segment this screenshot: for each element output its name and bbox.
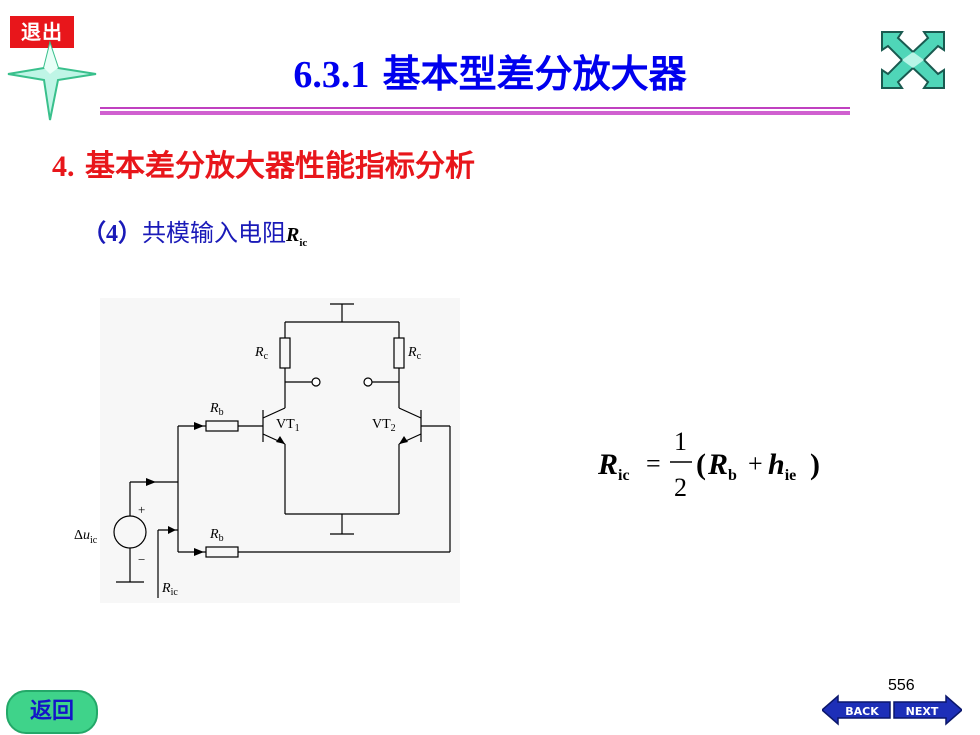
section-heading: 4. 基本差分放大器性能指标分析 xyxy=(52,145,475,189)
title-number: 6.3.1 xyxy=(293,54,370,96)
plus-label: + xyxy=(138,502,145,517)
star-decoration-icon xyxy=(7,40,97,121)
vt2-label: VT2 xyxy=(372,417,396,434)
formula-lhs: Ric xyxy=(598,448,630,484)
section-text: 基本差分放大器性能指标分析 xyxy=(84,149,475,184)
rb-top-label: Rb xyxy=(209,401,224,418)
title-text: 基本型差分放大器 xyxy=(382,51,687,96)
back-label: BACK xyxy=(845,705,879,718)
title-underline xyxy=(100,107,850,116)
next-button[interactable]: NEXT xyxy=(892,694,962,726)
page-title: 6.3.1 基本型差分放大器 xyxy=(0,44,980,105)
formula-close-paren: ) xyxy=(810,448,820,481)
subsection-number: （4） xyxy=(82,221,142,247)
vt1-label: VT1 xyxy=(276,417,300,434)
return-button[interactable]: 返回 xyxy=(6,690,98,734)
formula-numerator: 1 xyxy=(674,427,687,456)
rc-left-label: Rc xyxy=(254,345,269,362)
formula-term-hie: hie xyxy=(768,448,796,484)
rb-bottom-label: Rb xyxy=(209,527,224,544)
page-number: 556 xyxy=(888,677,915,694)
next-label: NEXT xyxy=(906,705,939,718)
formula-plus: + xyxy=(748,449,763,478)
input-resistance-formula: Ric = 1 2 ( Rb + hie ) xyxy=(598,427,820,502)
subsection-text: 共模输入电阻 xyxy=(142,219,286,247)
subsection-heading: （4）共模输入电阻Ric xyxy=(82,216,307,260)
formula-denominator: 2 xyxy=(674,473,687,502)
cross-arrows-icon[interactable] xyxy=(876,28,950,92)
subsection-symbol: Ric xyxy=(286,224,308,249)
ric-label: Ric xyxy=(161,581,178,598)
minus-label: − xyxy=(138,552,145,567)
exit-button[interactable]: 退出 xyxy=(10,16,74,48)
voltage-source-label: Δuic xyxy=(74,528,98,546)
formula-open-paren: ( xyxy=(696,448,706,481)
rc-right-label: Rc xyxy=(407,345,422,362)
formula-term-rb: Rb xyxy=(707,448,737,484)
section-number: 4. xyxy=(52,150,75,183)
differential-amplifier-circuit: Rc Rc Rb Rb VT1 VT2 + − Ric xyxy=(100,298,460,603)
back-button[interactable]: BACK xyxy=(822,694,892,726)
formula-equals: = xyxy=(646,449,661,478)
